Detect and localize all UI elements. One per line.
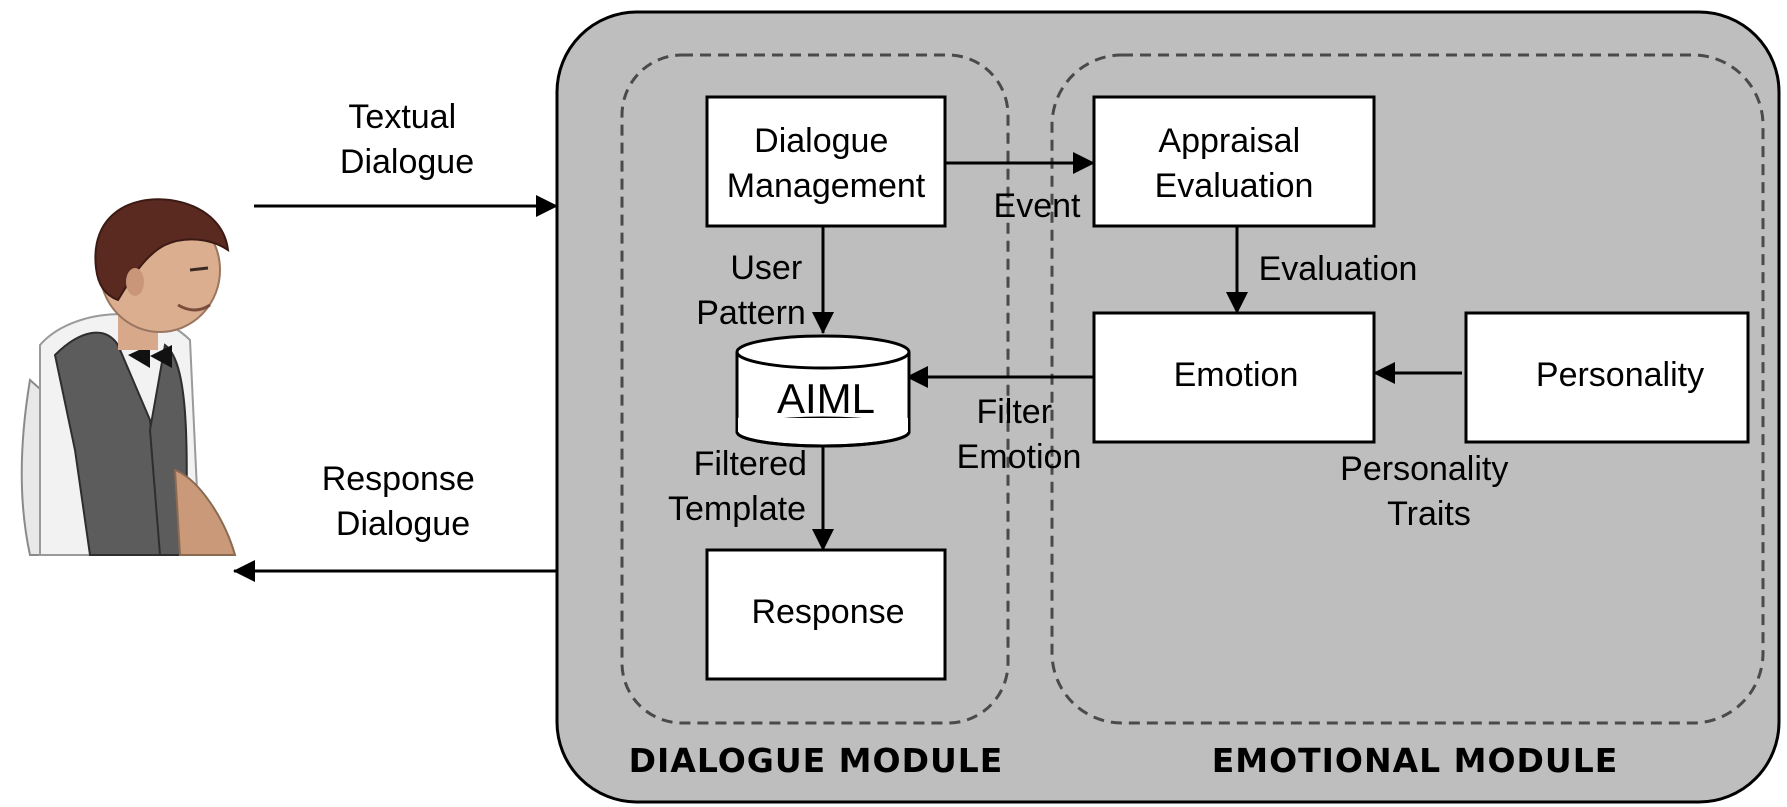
user-pattern-label: User Pattern (696, 249, 811, 332)
appraisal-evaluation-box (1092, 95, 1376, 228)
appraisal-evaluation-label: Appraisal Evaluation (1155, 122, 1314, 205)
person-waiter-icon (20, 198, 237, 556)
filtered-template-label: Filtered Template (668, 445, 816, 528)
emotion-box (1092, 311, 1376, 444)
dialogue-module-region (620, 53, 1010, 725)
dialogue-management-box (705, 95, 947, 228)
textual-dialogue-label: Textual Dialogue (340, 98, 474, 181)
emotional-module-title: EMOTIONAL MODULE (1212, 741, 1619, 780)
response-label: Response (751, 593, 904, 631)
filter-emotion-label: Filter Emotion (957, 393, 1082, 476)
aiml-label: AIML (777, 375, 875, 422)
aiml-database (735, 334, 911, 448)
emotional-module-region (1050, 53, 1765, 725)
evaluation-label: Evaluation (1259, 250, 1418, 288)
response-box (705, 548, 947, 681)
dialogue-module-title: DIALOGUE MODULE (629, 741, 1004, 780)
response-dialogue-label: Response Dialogue (322, 460, 485, 543)
personality-label: Personality (1536, 356, 1704, 394)
personality-box (1464, 311, 1750, 444)
dialogue-management-label: Dialogue Management (727, 122, 926, 205)
personality-traits-label: Personality Traits (1340, 450, 1518, 533)
emotion-label: Emotion (1174, 356, 1299, 394)
event-label: Event (994, 187, 1081, 225)
